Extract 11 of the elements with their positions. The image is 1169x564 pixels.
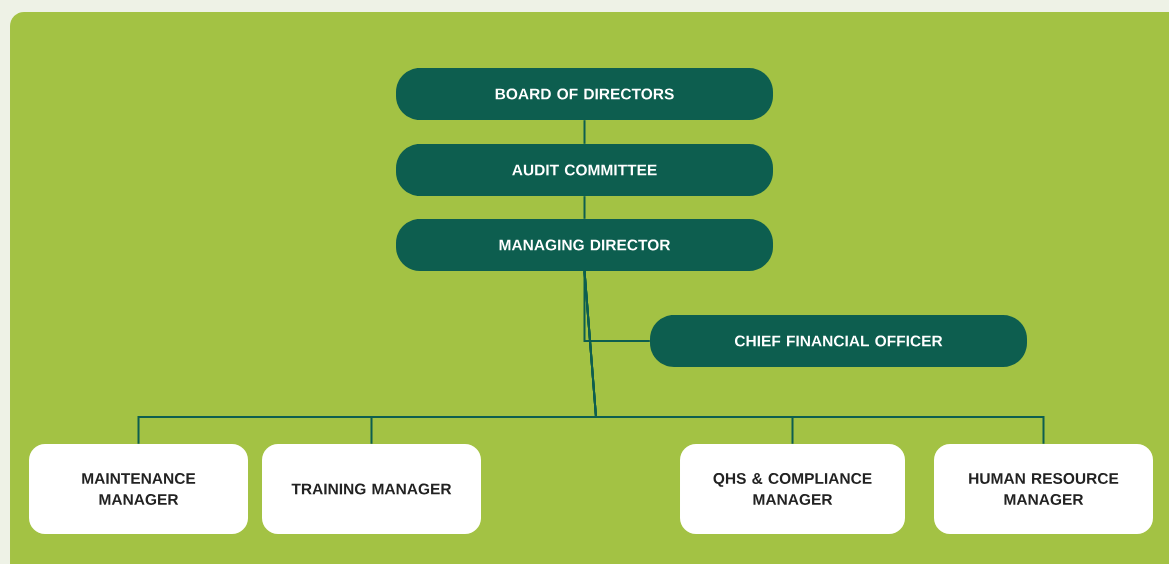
manager-box: HUMAN RESOURCE MANAGER bbox=[934, 444, 1153, 534]
connector-line bbox=[583, 119, 586, 145]
connector-line bbox=[583, 270, 1045, 445]
role-box: AUDIT COMMITTEE bbox=[396, 144, 773, 196]
role-box: BOARD OF DIRECTORS bbox=[396, 68, 773, 120]
manager-box: QHS & COMPLIANCE MANAGER bbox=[680, 444, 905, 534]
role-box: CHIEF FINANCIAL OFFICER bbox=[650, 315, 1027, 367]
manager-box: TRAINING MANAGER bbox=[262, 444, 481, 534]
role-box: MANAGING DIRECTOR bbox=[396, 219, 773, 271]
connector-line bbox=[583, 195, 586, 220]
manager-box: MAINTENANCE MANAGER bbox=[29, 444, 248, 534]
